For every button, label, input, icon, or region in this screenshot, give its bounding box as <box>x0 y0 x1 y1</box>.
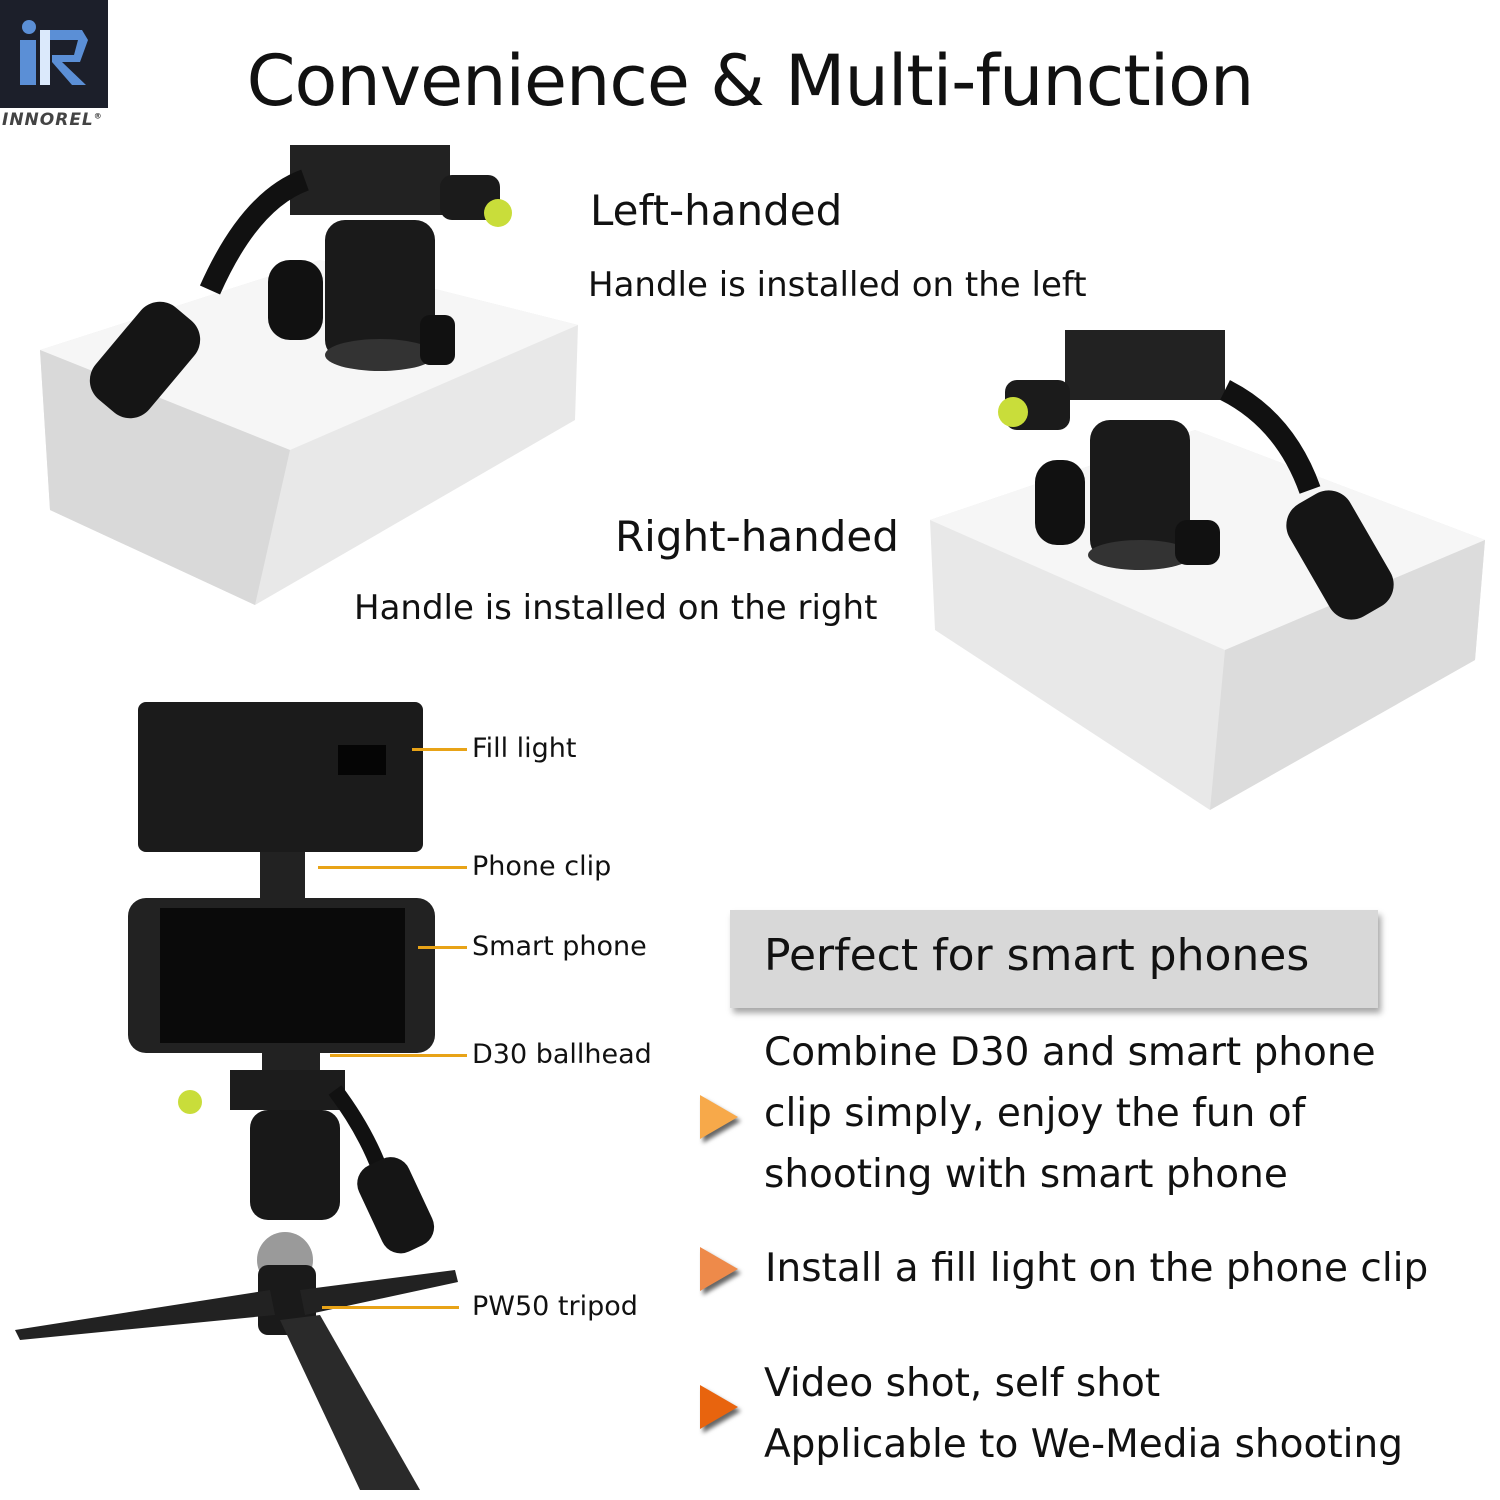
bullet-arrow-icon <box>700 1247 738 1291</box>
feature-box-title: Perfect for smart phones <box>764 930 1310 981</box>
callout-line <box>330 1054 467 1057</box>
logo-mark-icon <box>20 20 88 85</box>
bullet-line: Video shot, self shot <box>764 1361 1161 1406</box>
callout-line <box>318 866 467 869</box>
callout-line <box>418 946 467 949</box>
right-handed-ballhead-image <box>930 330 1485 810</box>
callout-line <box>322 1306 459 1309</box>
phone-setup-image <box>15 702 458 1490</box>
callout-fill-light: Fill light <box>472 733 577 764</box>
bullet-3: Video shot, self shot Applicable to We-M… <box>764 1353 1403 1475</box>
bullet-arrow-icon <box>700 1385 738 1429</box>
callout-phone-clip: Phone clip <box>472 851 612 882</box>
bullet-arrow-icon <box>700 1095 738 1139</box>
feature-box: Perfect for smart phones <box>730 910 1378 1008</box>
callout-pw50-tripod: PW50 tripod <box>472 1291 638 1322</box>
right-handed-description: Handle is installed on the right <box>354 588 878 628</box>
brand-logo <box>0 0 108 108</box>
bullet-line: Applicable to We-Media shooting <box>764 1422 1403 1467</box>
brand-name: INNOREL® <box>2 110 103 130</box>
bullet-1: Combine D30 and smart phone clip simply,… <box>764 1022 1376 1205</box>
page-title: Convenience & Multi-function <box>246 40 1255 122</box>
registered-mark: ® <box>93 111 103 121</box>
left-handed-ballhead-image <box>40 145 578 605</box>
left-handed-description: Handle is installed on the left <box>588 265 1087 305</box>
bullet-line: Combine D30 and smart phone <box>764 1030 1376 1075</box>
callout-d30-ballhead: D30 ballhead <box>472 1039 652 1070</box>
brand-name-text: INNOREL <box>2 110 94 130</box>
right-handed-heading: Right-handed <box>615 512 899 561</box>
left-handed-heading: Left-handed <box>590 186 843 235</box>
callout-smart-phone: Smart phone <box>472 931 647 962</box>
bullet-2: Install a fill light on the phone clip <box>765 1238 1428 1299</box>
bullet-line: clip simply, enjoy the fun of <box>764 1091 1306 1136</box>
bullet-line: shooting with smart phone <box>764 1152 1288 1197</box>
bullet-line: Install a fill light on the phone clip <box>765 1246 1429 1291</box>
callout-line <box>412 748 467 751</box>
